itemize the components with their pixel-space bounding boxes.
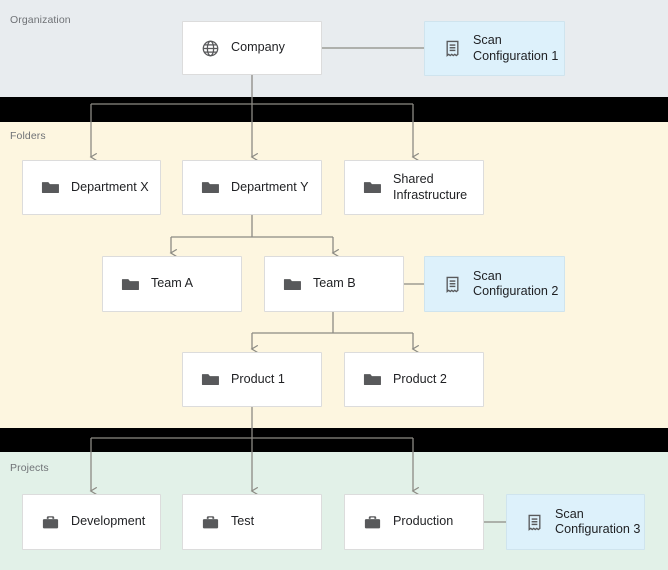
- scan-icon: [443, 39, 462, 58]
- node-label: Scan Configuration 2: [473, 268, 559, 299]
- folder-icon: [121, 275, 140, 294]
- band-label-folders: Folders: [10, 130, 46, 142]
- node-label: Company: [231, 40, 285, 55]
- node-label: Scan Configuration 3: [555, 506, 641, 537]
- node-team-a[interactable]: Team A: [102, 256, 242, 312]
- folder-icon: [201, 370, 220, 389]
- band-divider-upper: [0, 97, 668, 122]
- node-label: Development: [71, 514, 146, 529]
- node-scan-configuration-1[interactable]: Scan Configuration 1: [424, 21, 565, 76]
- band-divider-lower: [0, 428, 668, 452]
- node-team-b[interactable]: Team B: [264, 256, 404, 312]
- node-label: Department Y: [231, 179, 309, 194]
- node-scan-configuration-2[interactable]: Scan Configuration 2: [424, 256, 565, 312]
- band-label-organization: Organization: [10, 14, 71, 26]
- node-production[interactable]: Production: [344, 494, 484, 550]
- node-label: Team B: [313, 276, 356, 291]
- node-label: Production: [393, 514, 454, 529]
- node-label: Test: [231, 514, 255, 529]
- node-label: Department X: [71, 179, 149, 194]
- node-development[interactable]: Development: [22, 494, 161, 550]
- node-label: Shared Infrastructure: [393, 172, 468, 202]
- briefcase-icon: [363, 513, 382, 532]
- node-product-2[interactable]: Product 2: [344, 352, 484, 407]
- node-label: Team A: [151, 276, 193, 291]
- node-test[interactable]: Test: [182, 494, 322, 550]
- node-scan-configuration-3[interactable]: Scan Configuration 3: [506, 494, 645, 550]
- node-product-1[interactable]: Product 1: [182, 352, 322, 407]
- folder-icon: [283, 275, 302, 294]
- folder-icon: [41, 178, 60, 197]
- node-label: Product 1: [231, 371, 285, 386]
- folder-icon: [363, 370, 382, 389]
- folder-icon: [363, 178, 382, 197]
- briefcase-icon: [41, 513, 60, 532]
- node-department-y[interactable]: Department Y: [182, 160, 322, 215]
- globe-icon: [201, 39, 220, 58]
- node-company[interactable]: Company: [182, 21, 322, 75]
- band-label-projects: Projects: [10, 462, 49, 474]
- briefcase-icon: [201, 513, 220, 532]
- node-shared-infrastructure[interactable]: Shared Infrastructure: [344, 160, 484, 215]
- node-department-x[interactable]: Department X: [22, 160, 161, 215]
- folder-icon: [201, 178, 220, 197]
- band-organization: [0, 0, 668, 97]
- scan-icon: [525, 513, 544, 532]
- node-label: Product 2: [393, 371, 447, 386]
- node-label: Scan Configuration 1: [473, 33, 559, 63]
- scan-icon: [443, 275, 462, 294]
